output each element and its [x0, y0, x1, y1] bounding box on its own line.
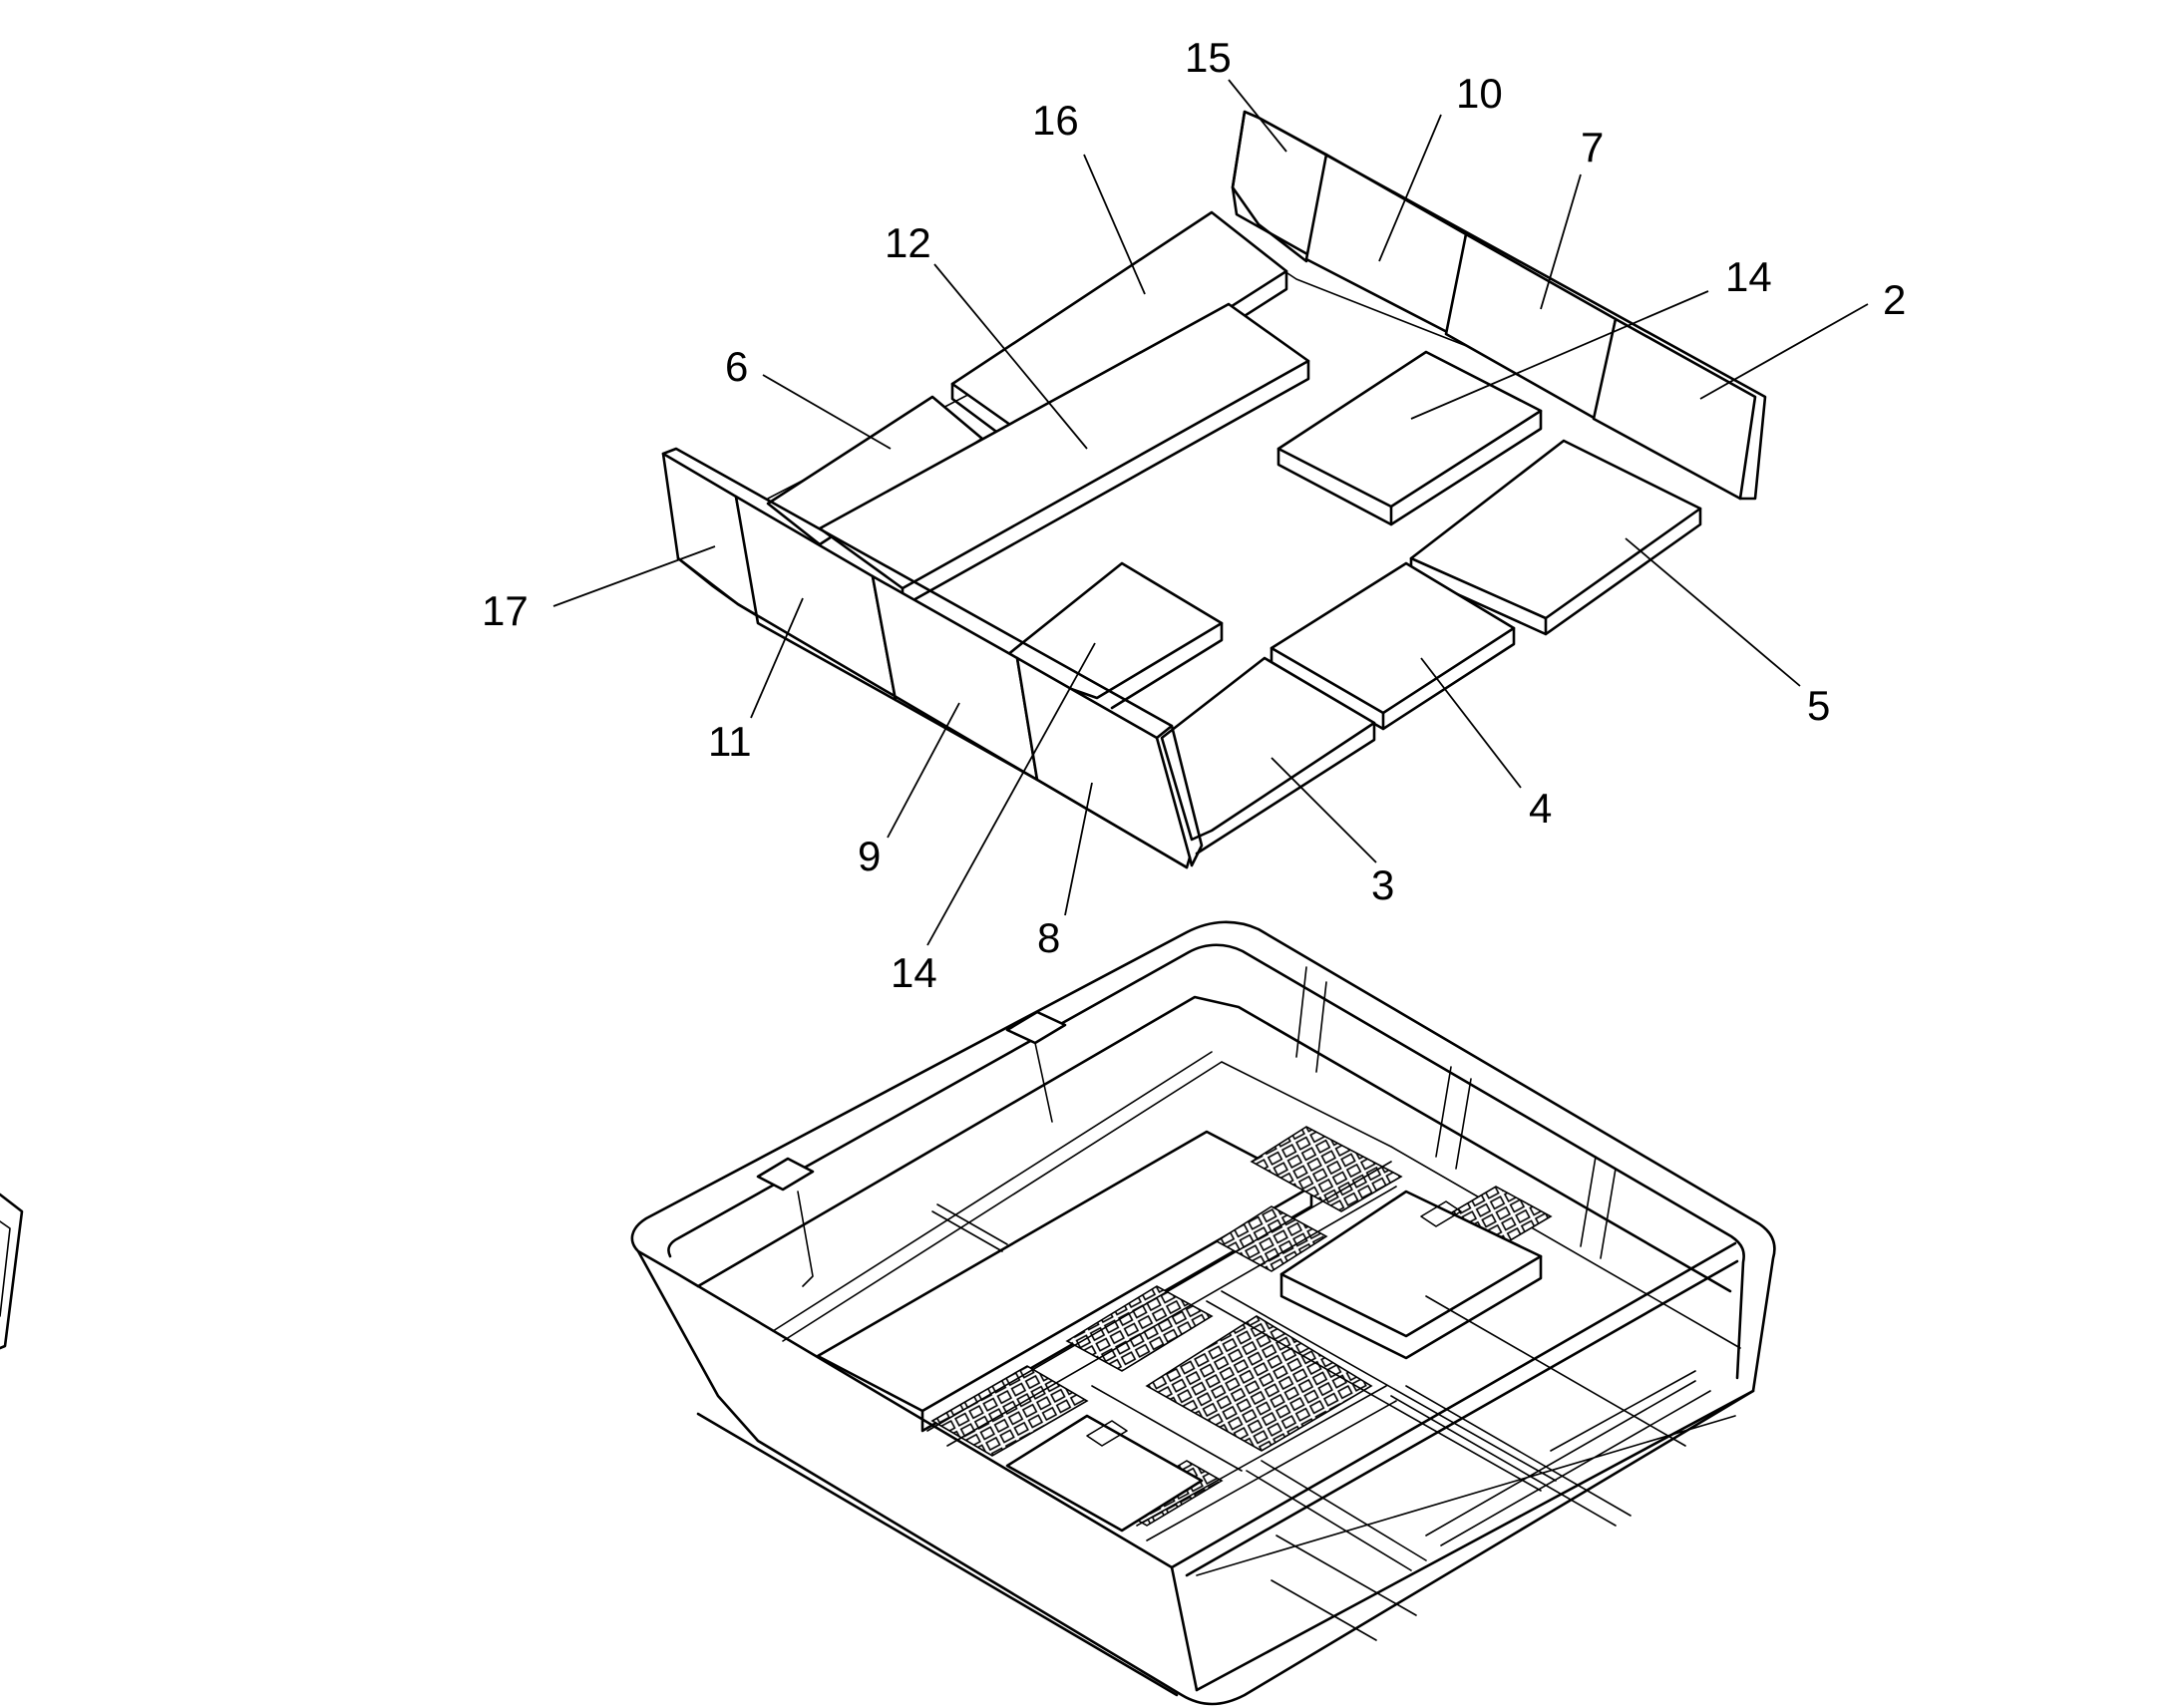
leader-4: [1420, 657, 1522, 789]
tub-front-lip: [636, 1249, 1199, 1692]
panel-5-group: [1409, 439, 1702, 636]
leader-9: [887, 702, 960, 839]
floor-cross-members: [926, 1161, 1736, 1576]
box-latch-right: [1420, 1200, 1462, 1227]
floor-panel-edges: [1271, 1295, 1696, 1641]
panel-8: [1015, 656, 1192, 869]
panel-3: [1160, 656, 1376, 842]
leader-14b: [926, 642, 1096, 946]
callout-17: 17: [482, 587, 529, 634]
leader-2: [1699, 303, 1869, 400]
callout-4: 4: [1529, 785, 1552, 832]
leader-7: [1540, 173, 1582, 310]
callout-16: 16: [1032, 97, 1079, 144]
panel-3-group: [1160, 656, 1376, 855]
leader-14a: [1410, 290, 1709, 420]
callout-labels: 15 16 10 7 12 14 2 6 17 11 5 4 9 3 8 14: [482, 34, 1906, 996]
frame-rails: [772, 1051, 1741, 1349]
tub-right-rim: [1170, 1241, 1755, 1692]
leader-lines: [552, 79, 1869, 946]
mesh-grid-back: [1250, 1126, 1403, 1212]
mesh-grid-center: [1215, 1205, 1328, 1272]
leader-6: [762, 374, 892, 450]
tub-inner-rim: [667, 943, 1745, 1380]
callout-6: 6: [725, 343, 748, 390]
callout-9: 9: [858, 833, 881, 879]
front-wall-top-edge: [661, 447, 1204, 867]
leader-10: [1378, 114, 1442, 262]
callout-11: 11: [708, 718, 752, 765]
panel-9: [871, 574, 1039, 782]
front-wall-bottom-edge: [676, 556, 1189, 869]
frame-box-right-sides: [1279, 1254, 1543, 1360]
panel-3-thickness: [1195, 721, 1376, 855]
panel-14-upper: [1276, 350, 1543, 509]
mesh-grid-left: [1065, 1285, 1214, 1372]
frame-box-left: [1005, 1414, 1204, 1533]
tub-frame-assembly: [630, 920, 1776, 1706]
cropped-part-left-edge: [0, 1193, 24, 1350]
frame-rod: [931, 1203, 1008, 1252]
callout-14-upper: 14: [1725, 253, 1772, 300]
mesh-grid-middle: [1145, 1315, 1373, 1452]
tub-outer-shell: [630, 920, 1776, 1706]
front-wall-panels: [661, 447, 1204, 869]
back-wall-top-edge: [1257, 116, 1767, 501]
back-wall-panels: [1231, 110, 1767, 501]
callout-14-lower: 14: [891, 949, 937, 996]
leader-12: [933, 263, 1088, 450]
hinge-bracket-left: [756, 1157, 815, 1192]
leader-5: [1625, 537, 1801, 687]
callout-8: 8: [1037, 914, 1060, 961]
callout-12: 12: [885, 219, 931, 266]
tub-inner-wall-top: [696, 995, 1732, 1293]
tub-bottom-edge: [696, 1412, 1179, 1697]
callout-5: 5: [1807, 682, 1830, 729]
leader-17: [552, 545, 716, 607]
leader-8: [1064, 782, 1093, 916]
cropped-part-inner: [0, 1220, 11, 1317]
box-latch-left: [1086, 1420, 1128, 1447]
hinge-bracket-right: [1005, 1010, 1067, 1045]
leader-15: [1228, 79, 1287, 153]
mesh-grid-front-left: [930, 1365, 1089, 1457]
frame-posts: [797, 966, 1617, 1287]
leader-3: [1271, 757, 1377, 863]
cropped-part-outline: [0, 1193, 24, 1350]
callout-10: 10: [1456, 70, 1503, 117]
callout-2: 2: [1883, 276, 1906, 323]
callout-15: 15: [1185, 34, 1232, 81]
leader-11: [750, 597, 804, 719]
back-wall-left-edge: [1231, 110, 1308, 263]
callout-3: 3: [1371, 861, 1394, 908]
panel-14-lower-thickness: [1110, 621, 1224, 710]
leader-16: [1083, 154, 1146, 295]
callout-7: 7: [1581, 124, 1604, 171]
panel-14-upper-thickness: [1276, 409, 1543, 526]
panel-assembly: [661, 110, 1767, 869]
